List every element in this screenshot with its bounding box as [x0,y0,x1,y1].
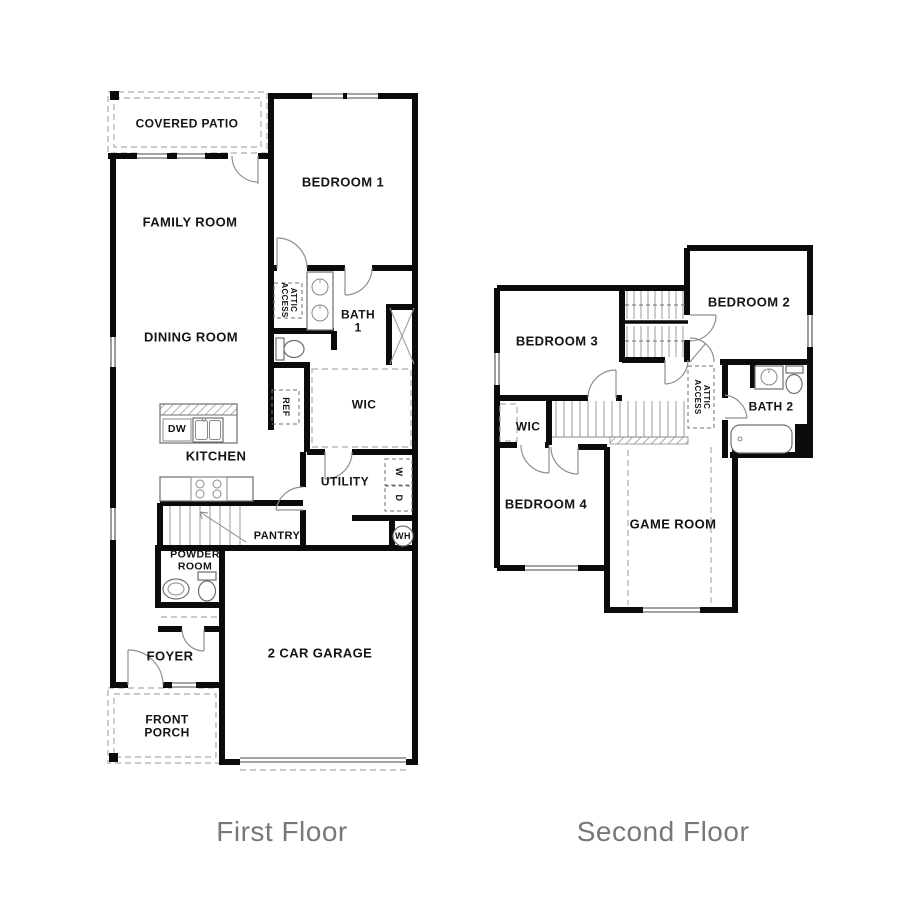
washer-dryer [384,458,413,512]
first-floor-plan [107,91,418,771]
second-floor-windows [493,315,814,614]
bath2-fixtures [730,365,804,454]
kitchen-island [159,403,238,444]
wic-closet-lines [311,368,412,448]
kitchen-sink-icon [192,417,224,443]
room-label-bath-2: BATH 2 [748,399,794,414]
second-floor-doors [520,314,748,475]
water-heater-icon [392,525,414,547]
porch-line1: FRONT [145,712,189,727]
room-label-kitchen: KITCHEN [185,448,247,464]
room-label-garage: 2 CAR GARAGE [267,645,373,661]
first-floor-windows [109,92,406,771]
room-label-game-room: GAME ROOM [629,516,717,532]
room-label-wic-1f: WIC [351,397,377,412]
shower-icon [389,307,415,365]
bath1-vanity [306,271,334,331]
toilet-icon [785,365,804,395]
label-water-heater: WH [395,530,411,541]
label-washer: W [394,467,405,477]
porch-line2: PORCH [144,726,190,740]
room-label-bedroom-4: BEDROOM 4 [504,496,588,512]
second-floor-walls [494,245,813,613]
staircase-shaft [625,291,685,357]
vanity [754,365,784,390]
stove-icon [190,476,228,502]
room-label-covered-patio: COVERED PATIO [135,116,239,131]
attic1-line1: ATTIC [288,287,298,313]
staircase-first-floor [169,506,247,545]
second-floor-plan [493,245,814,614]
bath1-line1: BATH [340,307,376,322]
powder-line1: POWDER [170,548,220,561]
staircase-second-floor [552,401,689,445]
room-label-bedroom-1: BEDROOM 1 [301,174,385,190]
attic2-line2: ACCESS [693,379,702,415]
toilet-icon [197,571,217,602]
wic-closet-lines [499,403,518,442]
refrigerator-box [271,389,300,425]
label-dw: DW [167,423,187,436]
bathtub-icon [730,424,793,454]
bath1-line2: 1 [354,321,362,335]
ceiling-break-lines [627,447,712,605]
first-floor-doors [127,155,373,686]
range-counter [159,476,254,502]
caption-second-floor: Second Floor [576,816,750,847]
room-label-wic-2f: WIC [515,419,541,434]
room-label-family-room: FAMILY ROOM [142,214,238,230]
toilet-icon [275,337,305,361]
sink-icon [162,578,190,600]
label-ref: REF [281,397,292,417]
room-label-utility: UTILITY [320,474,370,489]
room-label-bedroom-3: BEDROOM 3 [515,333,599,349]
covered-patio-outline [107,91,268,154]
attic-access-box [273,282,303,319]
first-floor-walls [108,93,418,765]
room-label-bedroom-2: BEDROOM 2 [707,294,791,310]
caption-first-floor: First Floor [216,816,348,847]
label-dryer: D [394,494,405,502]
dryer-icon [384,485,413,512]
dishwasher-icon [162,418,192,442]
room-label-pantry: PANTRY [253,529,301,542]
room-label-dining-room: DINING ROOM [144,329,238,345]
washer-icon [384,458,413,486]
powder-line2: ROOM [177,560,213,572]
room-label-foyer: FOYER [146,648,194,664]
attic2-line1: ATTIC [701,384,711,410]
attic1-line2: ACCESS [280,282,289,318]
powder-fixtures [161,571,220,618]
attic-access-box [687,365,715,429]
